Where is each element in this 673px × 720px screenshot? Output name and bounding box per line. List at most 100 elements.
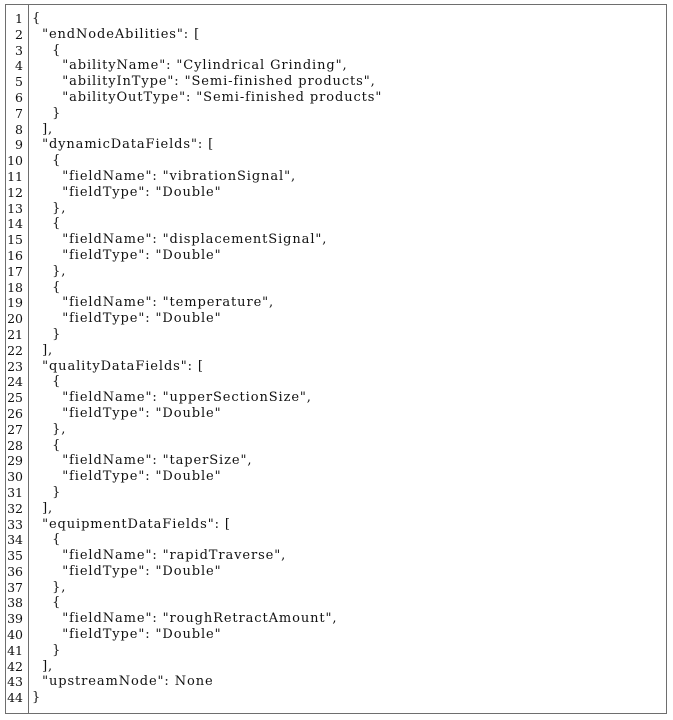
line-number: 24 bbox=[7, 374, 23, 390]
line-number: 17 bbox=[7, 263, 23, 279]
code-text: "fieldName": "vibrationSignal", bbox=[32, 168, 296, 184]
line-number: 18 bbox=[7, 279, 23, 295]
code-text: { bbox=[32, 11, 42, 26]
code-text: { bbox=[32, 279, 62, 295]
code-text: } bbox=[32, 484, 62, 500]
code-text: { bbox=[32, 595, 62, 611]
code-line: 42 ], bbox=[6, 659, 666, 675]
line-number: 39 bbox=[7, 611, 23, 627]
code-text: "abilityName": "Cylindrical Grinding", bbox=[32, 58, 348, 74]
code-line: 8 ], bbox=[6, 122, 666, 138]
line-number: 42 bbox=[7, 658, 23, 674]
code-line: 28 { bbox=[6, 438, 666, 454]
code-line: 22 ], bbox=[6, 343, 666, 359]
code-line: 43 "upstreamNode": None bbox=[6, 674, 666, 690]
line-number: 11 bbox=[7, 168, 23, 184]
code-text: "equipmentDataFields": [ bbox=[32, 516, 231, 532]
code-line: 37 }, bbox=[6, 580, 666, 596]
code-line: 41 } bbox=[6, 643, 666, 659]
line-number: 28 bbox=[7, 437, 23, 453]
code-line: 31 } bbox=[6, 485, 666, 501]
code-line: 4 "abilityName": "Cylindrical Grinding", bbox=[6, 58, 666, 74]
code-text: } bbox=[32, 326, 62, 342]
code-text: }, bbox=[32, 579, 67, 595]
line-number: 22 bbox=[7, 342, 23, 358]
code-text: { bbox=[32, 532, 62, 548]
code-text: "fieldName": "roughRetractAmount", bbox=[32, 611, 338, 627]
code-text: "fieldType": "Double" bbox=[32, 247, 222, 263]
line-number: 33 bbox=[7, 516, 23, 532]
code-text: } bbox=[32, 642, 62, 658]
code-line: 27 }, bbox=[6, 422, 666, 438]
line-number: 16 bbox=[7, 247, 23, 263]
line-number: 29 bbox=[7, 453, 23, 469]
code-line: 24 { bbox=[6, 374, 666, 390]
code-line: 9 "dynamicDataFields": [ bbox=[6, 137, 666, 153]
line-number: 15 bbox=[7, 232, 23, 248]
code-line: 30 "fieldType": "Double" bbox=[6, 469, 666, 485]
line-number: 23 bbox=[7, 358, 23, 374]
code-text: "fieldType": "Double" bbox=[32, 405, 222, 421]
code-line: 44} bbox=[6, 690, 666, 706]
code-text: "abilityInType": "Semi-finished products… bbox=[32, 74, 376, 90]
code-line: 11 "fieldName": "vibrationSignal", bbox=[6, 169, 666, 185]
code-text: "upstreamNode": None bbox=[32, 674, 214, 690]
code-line: 16 "fieldType": "Double" bbox=[6, 248, 666, 264]
code-line: 38 { bbox=[6, 595, 666, 611]
code-text: ], bbox=[32, 500, 54, 516]
code-line: 29 "fieldName": "taperSize", bbox=[6, 453, 666, 469]
line-number: 38 bbox=[7, 595, 23, 611]
line-number: 10 bbox=[7, 153, 23, 169]
code-line: 36 "fieldType": "Double" bbox=[6, 564, 666, 580]
code-text: "fieldType": "Double" bbox=[32, 469, 222, 485]
code-text: { bbox=[32, 153, 62, 169]
code-line: 6 "abilityOutType": "Semi-finished produ… bbox=[6, 90, 666, 106]
line-number: 30 bbox=[7, 469, 23, 485]
code-text: "dynamicDataFields": [ bbox=[32, 137, 215, 153]
code-line: 26 "fieldType": "Double" bbox=[6, 406, 666, 422]
line-number: 3 bbox=[15, 42, 23, 58]
code-line: 15 "fieldName": "displacementSignal", bbox=[6, 232, 666, 248]
code-line: 13 }, bbox=[6, 201, 666, 217]
code-line: 5 "abilityInType": "Semi-finished produc… bbox=[6, 74, 666, 90]
code-text: { bbox=[32, 216, 62, 232]
code-line: 25 "fieldName": "upperSectionSize", bbox=[6, 390, 666, 406]
line-number: 43 bbox=[7, 674, 23, 690]
code-line: 35 "fieldName": "rapidTraverse", bbox=[6, 548, 666, 564]
code-text: "fieldName": "taperSize", bbox=[32, 453, 253, 469]
code-line: 12 "fieldType": "Double" bbox=[6, 185, 666, 201]
line-number: 14 bbox=[7, 216, 23, 232]
code-line: 19 "fieldName": "temperature", bbox=[6, 295, 666, 311]
code-text: "fieldName": "displacementSignal", bbox=[32, 232, 328, 248]
code-text: "fieldType": "Double" bbox=[32, 311, 222, 327]
code-line: 17 }, bbox=[6, 264, 666, 280]
line-number: 41 bbox=[7, 642, 23, 658]
line-number: 31 bbox=[7, 484, 23, 500]
code-text: "fieldName": "temperature", bbox=[32, 295, 275, 311]
code-text: { bbox=[32, 437, 62, 453]
code-text: { bbox=[32, 374, 62, 390]
code-lines: 1{2 "endNodeAbilities": [3 {4 "abilityNa… bbox=[6, 11, 666, 706]
line-number: 34 bbox=[7, 532, 23, 548]
code-line: 1{ bbox=[6, 11, 666, 27]
code-line: 34 { bbox=[6, 532, 666, 548]
code-line: 40 "fieldType": "Double" bbox=[6, 627, 666, 643]
code-text: "abilityOutType": "Semi-finished product… bbox=[32, 89, 383, 105]
line-number: 13 bbox=[7, 200, 23, 216]
code-text: }, bbox=[32, 421, 67, 437]
line-number: 32 bbox=[7, 500, 23, 516]
code-text: ], bbox=[32, 342, 54, 358]
code-text: ], bbox=[32, 121, 54, 137]
code-line: 39 "fieldName": "roughRetractAmount", bbox=[6, 611, 666, 627]
code-line: 21 } bbox=[6, 327, 666, 343]
line-number: 7 bbox=[15, 105, 23, 121]
line-number: 21 bbox=[7, 326, 23, 342]
line-number: 37 bbox=[7, 579, 23, 595]
line-number: 6 bbox=[15, 89, 23, 105]
line-number: 36 bbox=[7, 563, 23, 579]
line-number: 12 bbox=[7, 184, 23, 200]
code-text: "fieldType": "Double" bbox=[32, 563, 222, 579]
code-line: 18 { bbox=[6, 280, 666, 296]
code-text: "fieldType": "Double" bbox=[32, 184, 222, 200]
code-text: "fieldType": "Double" bbox=[32, 627, 222, 643]
